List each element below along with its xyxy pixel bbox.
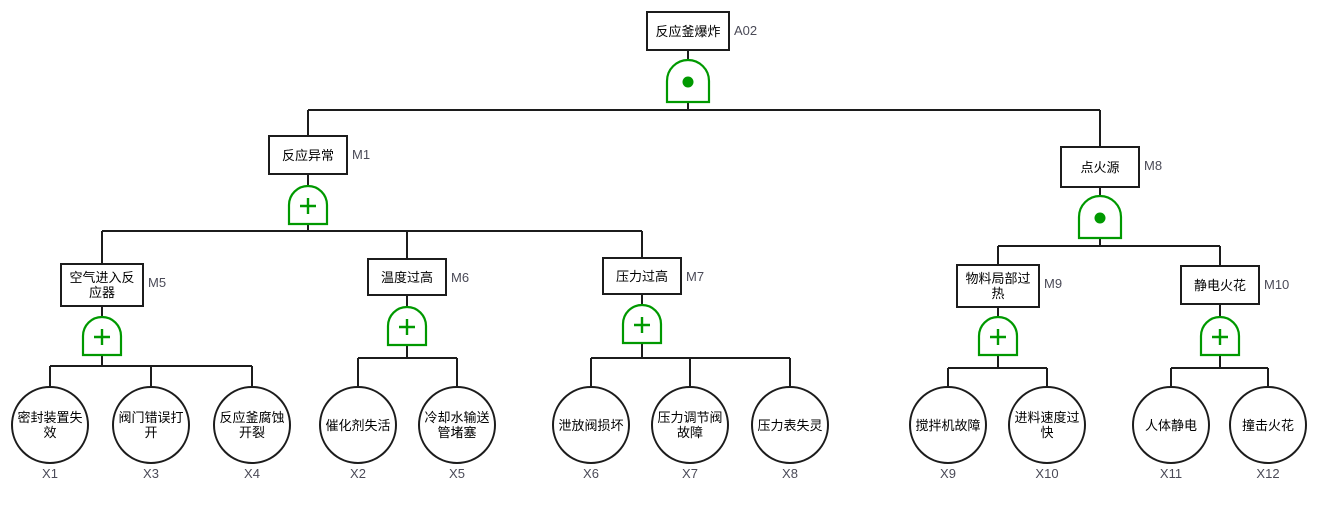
basic-event-text: 进料速度过 快 <box>1014 410 1080 440</box>
node-tag-M5: M5 <box>148 275 167 290</box>
basic-event-text: 搅拌机故障 <box>915 417 981 433</box>
event-box-text: 点火源 <box>1080 159 1120 175</box>
basic-event-id-X4: X4 <box>244 466 260 481</box>
basic-event-text: 反应釜腐蚀 开裂 <box>219 410 285 440</box>
basic-event-text: 阀门错误打 开 <box>118 410 184 440</box>
node-tag-M8: M8 <box>1144 158 1163 173</box>
event-box-A02[interactable]: 反应釜爆炸 <box>646 11 730 51</box>
and-dot-symbol <box>1094 212 1106 224</box>
basic-event-circle-X7[interactable]: 压力调节阀 故障 <box>651 386 729 464</box>
or-plus-symbol <box>399 319 415 335</box>
basic-event-circle-X8[interactable]: 压力表失灵 <box>751 386 829 464</box>
basic-event-circle-X6[interactable]: 泄放阀损坏 <box>552 386 630 464</box>
basic-event-id-X8: X8 <box>782 466 798 481</box>
event-box-text: 反应异常 <box>281 147 334 163</box>
or-plus-symbol <box>990 329 1006 345</box>
basic-event-circle-X10[interactable]: 进料速度过 快 <box>1008 386 1086 464</box>
event-box-text: 压力过高 <box>615 268 668 284</box>
or-plus-symbol <box>634 317 650 333</box>
basic-event-id-X6: X6 <box>583 466 599 481</box>
event-box-M7[interactable]: 压力过高 <box>602 257 682 295</box>
node-tag-M9: M9 <box>1044 276 1063 291</box>
basic-event-text: 撞击火花 <box>1241 417 1294 433</box>
basic-event-id-X1: X1 <box>42 466 58 481</box>
basic-event-circle-X3[interactable]: 阀门错误打 开 <box>112 386 190 464</box>
event-box-M10[interactable]: 静电火花 <box>1180 265 1260 305</box>
node-tag-M10: M10 <box>1264 277 1290 292</box>
or-plus-symbol <box>94 329 110 345</box>
node-tag-M6: M6 <box>451 270 470 285</box>
basic-event-circle-X9[interactable]: 搅拌机故障 <box>909 386 987 464</box>
basic-event-id-X7: X7 <box>682 466 698 481</box>
basic-event-text: 密封装置失 效 <box>17 410 83 440</box>
or-plus-symbol <box>1212 329 1228 345</box>
node-tag-M7: M7 <box>686 269 705 284</box>
basic-event-text: 催化剂失活 <box>325 417 391 433</box>
event-box-M8[interactable]: 点火源 <box>1060 146 1140 188</box>
basic-event-id-X2: X2 <box>350 466 366 481</box>
basic-event-id-X9: X9 <box>940 466 956 481</box>
basic-event-id-X5: X5 <box>449 466 465 481</box>
basic-event-circle-X12[interactable]: 撞击火花 <box>1229 386 1307 464</box>
node-tag-A02: A02 <box>734 23 758 38</box>
event-box-M6[interactable]: 温度过高 <box>367 258 447 296</box>
event-box-M9[interactable]: 物料局部过 热 <box>956 264 1040 308</box>
basic-event-circle-X11[interactable]: 人体静电 <box>1132 386 1210 464</box>
basic-event-text: 人体静电 <box>1144 417 1197 433</box>
event-box-text: 空气进入反 应器 <box>69 270 135 300</box>
basic-event-circle-X2[interactable]: 催化剂失活 <box>319 386 397 464</box>
or-plus-symbol <box>300 198 316 214</box>
node-tag-M1: M1 <box>352 147 371 162</box>
basic-event-circle-X1[interactable]: 密封装置失 效 <box>11 386 89 464</box>
and-dot-symbol <box>682 76 694 88</box>
basic-event-circle-X4[interactable]: 反应釜腐蚀 开裂 <box>213 386 291 464</box>
basic-event-text: 泄放阀损坏 <box>558 417 624 433</box>
basic-event-text: 压力表失灵 <box>757 417 823 433</box>
event-box-text: 温度过高 <box>380 269 433 285</box>
basic-event-id-X10: X10 <box>1035 466 1059 481</box>
event-box-M1[interactable]: 反应异常 <box>268 135 348 175</box>
basic-event-id-X12: X12 <box>1256 466 1280 481</box>
basic-event-id-X3: X3 <box>143 466 159 481</box>
basic-event-text: 冷却水输送 管堵塞 <box>424 410 490 440</box>
basic-event-circle-X5[interactable]: 冷却水输送 管堵塞 <box>418 386 496 464</box>
event-box-text: 静电火花 <box>1193 277 1246 293</box>
event-box-text: 物料局部过 热 <box>965 271 1031 301</box>
basic-event-text: 压力调节阀 故障 <box>657 410 723 440</box>
event-box-M5[interactable]: 空气进入反 应器 <box>60 263 144 307</box>
basic-event-id-X11: X11 <box>1159 466 1183 481</box>
event-box-text: 反应釜爆炸 <box>655 23 721 39</box>
